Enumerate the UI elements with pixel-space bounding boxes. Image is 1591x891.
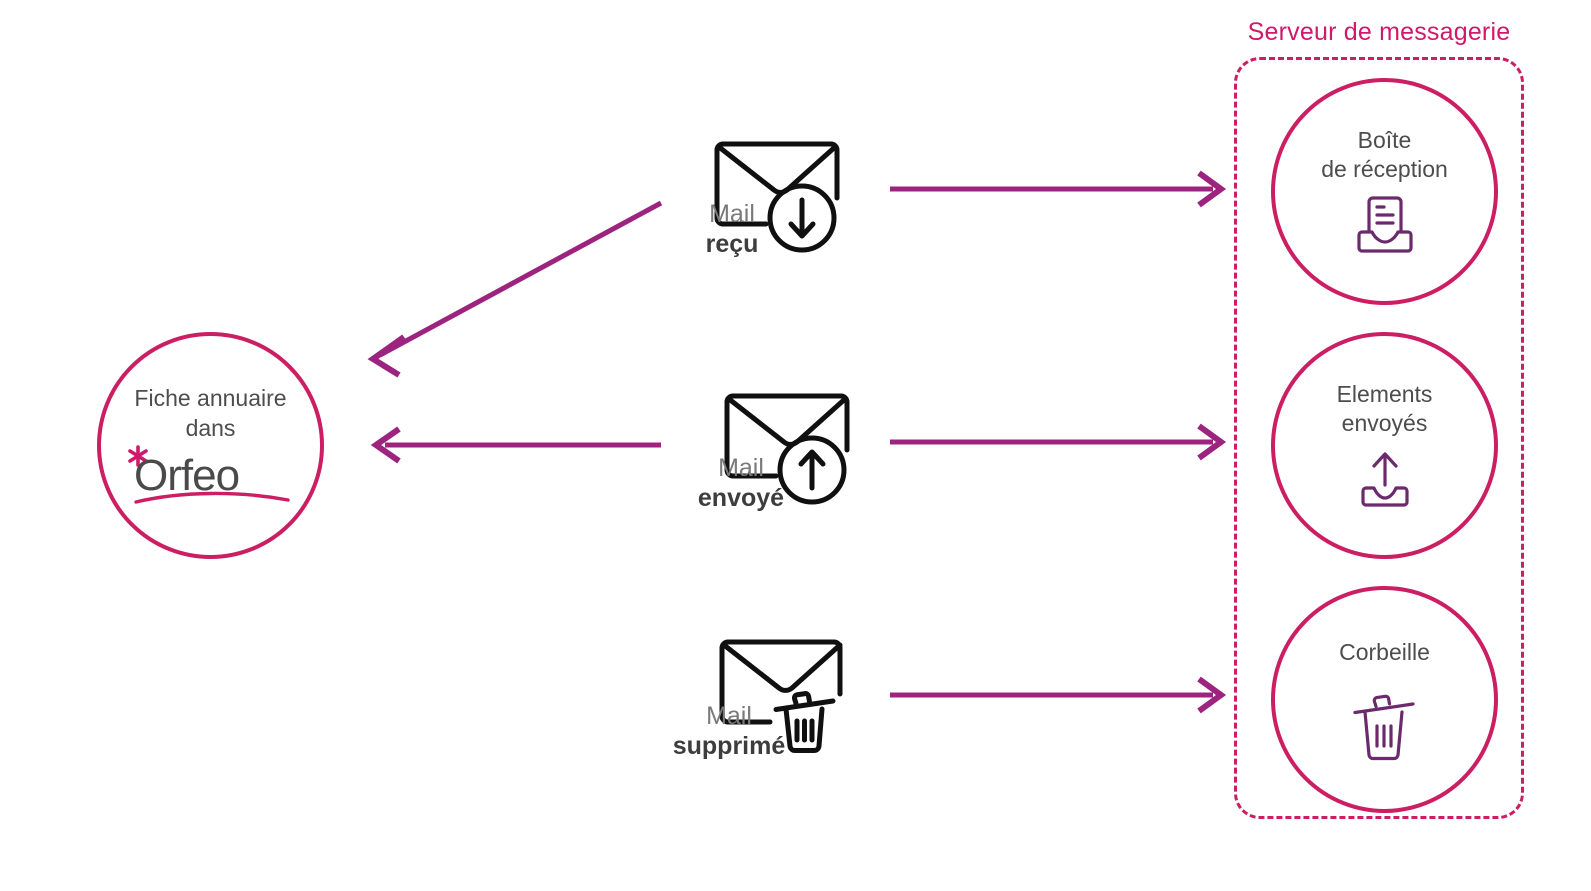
mail-label-bold: supprimé — [672, 731, 786, 760]
orfeo-swoosh — [133, 491, 290, 504]
mail-node-deleted[interactable]: Mail supprimé — [628, 636, 858, 797]
arrow-received-to-inbox — [890, 170, 1227, 208]
mail-node-received[interactable]: Mail reçu — [625, 138, 855, 299]
inbox-tray-icon — [1353, 195, 1417, 257]
asterisk-icon — [127, 444, 148, 467]
folder-label-inbox: Boîte de réception — [1321, 126, 1448, 182]
orfeo-logo: Orfeo — [122, 444, 300, 507]
envelope-with-up-arrow-icon — [635, 390, 865, 505]
folder-label-trash: Corbeille — [1339, 639, 1430, 666]
arrow-sent-to-sent-folder — [890, 423, 1227, 461]
mail-caption-deleted: Mail supprimé — [614, 702, 844, 761]
folder-circle-sent[interactable]: Elements envoyés — [1271, 332, 1498, 559]
mail-label-bold: envoyé — [697, 483, 785, 512]
server-group-dashed-border — [1234, 57, 1524, 819]
mail-label-light: Mail — [718, 454, 764, 482]
mail-node-sent[interactable]: Mail envoyé — [635, 390, 865, 551]
arrow-sent-to-orfeo — [370, 426, 661, 464]
folder-label-sent: Elements envoyés — [1336, 380, 1433, 436]
mail-caption-sent: Mail envoyé — [626, 454, 856, 513]
mail-label-light: Mail — [706, 702, 752, 730]
mail-label-bold: reçu — [705, 229, 759, 258]
envelope-with-down-arrow-icon — [625, 138, 855, 253]
svg-text:Orfeo: Orfeo — [134, 451, 239, 500]
envelope-with-trash-icon — [628, 636, 858, 754]
folder-circle-inbox[interactable]: Boîte de réception — [1271, 78, 1498, 305]
arrow-deleted-to-trash — [890, 676, 1227, 714]
orfeo-line-1: Fiche annuaire — [134, 385, 287, 412]
folder-circle-trash[interactable]: Corbeille — [1271, 586, 1498, 813]
mail-caption-received: Mail reçu — [617, 200, 847, 259]
trash-bin-icon — [1350, 693, 1420, 761]
sent-tray-up-arrow-icon — [1353, 449, 1417, 511]
orfeo-line-2: dans — [185, 414, 236, 441]
orfeo-circle[interactable]: Fiche annuaire dans Orfeo — [97, 332, 324, 559]
mail-label-light: Mail — [709, 200, 755, 228]
server-group-title: Serveur de messagerie — [1247, 18, 1511, 46]
